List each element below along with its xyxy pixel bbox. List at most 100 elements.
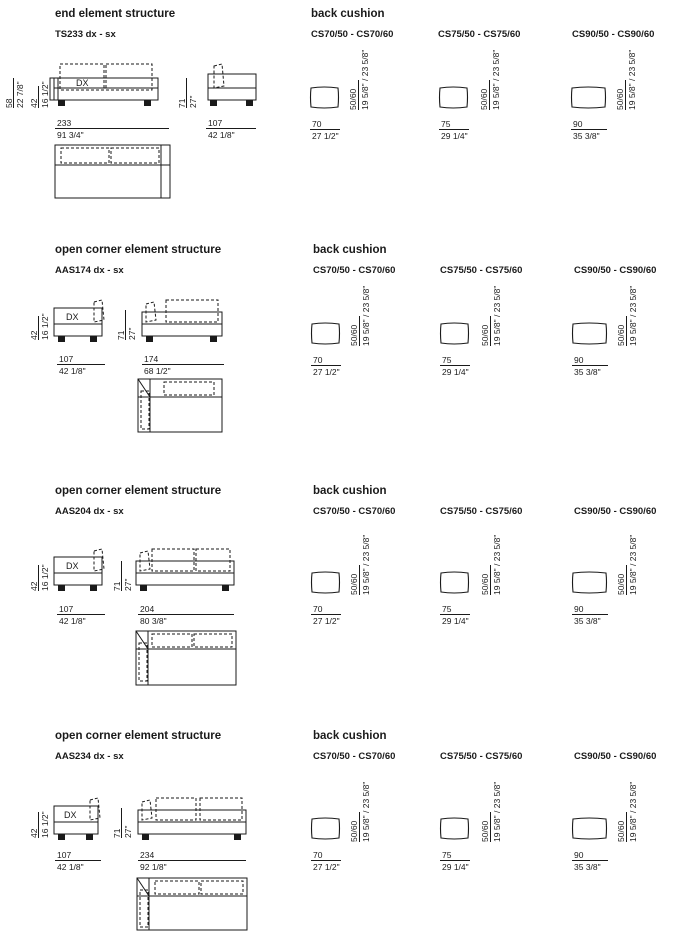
cushion-code-1: CS70/50 - CS70/60: [313, 506, 396, 517]
cushion-1-width-in: 27 1/2": [312, 131, 339, 141]
cushion-3-size-cm: 50/60: [615, 88, 625, 110]
section-title: open corner element structure: [55, 730, 222, 742]
cushion-1-width-cm: 70: [313, 604, 323, 614]
cushion-1-width-in: 27 1/2": [313, 862, 340, 872]
dx-label: DX: [66, 561, 79, 571]
width-cm: 233: [57, 118, 72, 128]
section-title: open corner element structure: [55, 485, 222, 497]
cushion-2-drawing: [439, 817, 470, 840]
cushion-3-size-cm: 50/60: [616, 573, 626, 595]
section-title: end element structure: [55, 8, 176, 20]
cushion-2-size-in: 19 5/8" / 23 5/8": [492, 285, 502, 346]
cushion-2-size-cm: 50/60: [479, 88, 489, 110]
side-view-drawing: DX: [53, 548, 105, 591]
cushion-3-drawing: [570, 86, 607, 109]
cushion-1-drawing: [310, 817, 341, 840]
depth-cm: 107: [208, 118, 223, 128]
cushion-3-size-cm: 50/60: [616, 324, 626, 346]
width-cm: 174: [144, 354, 159, 364]
width-cm: 204: [140, 604, 155, 614]
dx-label: DX: [66, 312, 79, 322]
cushion-2-width-in: 29 1/4": [442, 616, 469, 626]
cushion-3-width-cm: 90: [574, 604, 584, 614]
depth-in: 42 1/8": [208, 130, 235, 140]
dx-label: DX: [76, 78, 89, 88]
cushion-3-width-in: 35 3/8": [574, 616, 601, 626]
height-in: 27": [188, 95, 198, 108]
cushion-2-size-in: 19 5/8" / 23 5/8": [491, 49, 501, 110]
cushion-title: back cushion: [313, 485, 387, 497]
cushion-2-width-in: 29 1/4": [442, 367, 469, 377]
cushion-3-width-in: 35 3/8": [573, 131, 600, 141]
dim-42-in: 16 1/2": [40, 811, 50, 838]
cushion-2-width-in: 29 1/4": [442, 862, 469, 872]
cushion-3-size-in: 19 5/8" / 23 5/8": [628, 285, 638, 346]
cushion-1-size-in: 19 5/8" / 23 5/8": [361, 285, 371, 346]
cushion-2-drawing: [439, 571, 470, 594]
width-in: 91 3/4": [57, 130, 84, 140]
section-title: open corner element structure: [55, 244, 222, 256]
cushion-1-drawing: [310, 322, 341, 345]
section-aas174: open corner element structure AAS174 dx …: [0, 236, 675, 471]
cushion-2-width-cm: 75: [442, 850, 452, 860]
width-cm: 234: [140, 850, 155, 860]
cushion-1-size-in: 19 5/8" / 23 5/8": [360, 49, 370, 110]
model-code: AAS174 dx - sx: [55, 265, 124, 276]
cushion-1-size-in: 19 5/8" / 23 5/8": [361, 534, 371, 595]
front-view-drawing: DX: [49, 63, 159, 106]
depth-cm: 107: [59, 604, 74, 614]
cushion-code-2: CS75/50 - CS75/60: [440, 265, 523, 276]
cushion-code-3: CS90/50 - CS90/60: [572, 29, 655, 40]
cushion-2-drawing: [438, 86, 469, 109]
cushion-1-width-cm: 70: [313, 355, 323, 365]
cushion-code-1: CS70/50 - CS70/60: [313, 265, 396, 276]
front-view-drawing: [135, 548, 235, 591]
cushion-3-drawing: [571, 322, 608, 345]
cushion-2-size-cm: 50/60: [480, 573, 490, 595]
cushion-2-size-cm: 50/60: [480, 324, 490, 346]
cushion-3-width-cm: 90: [574, 850, 584, 860]
cushion-2-width-cm: 75: [441, 119, 451, 129]
height-in: 27": [123, 825, 133, 838]
depth-cm: 107: [59, 354, 74, 364]
cushion-title: back cushion: [313, 244, 387, 256]
dim-42-in: 16 1/2": [40, 564, 50, 591]
front-view-drawing: [141, 299, 223, 342]
cushion-1-size-in: 19 5/8" / 23 5/8": [361, 781, 371, 842]
cushion-code-2: CS75/50 - CS75/60: [440, 751, 523, 762]
cushion-code-2: CS75/50 - CS75/60: [438, 29, 521, 40]
model-code: AAS234 dx - sx: [55, 751, 124, 762]
cushion-code-1: CS70/50 - CS70/60: [313, 751, 396, 762]
top-view-drawing: [54, 144, 171, 199]
side-view-drawing: DX: [53, 299, 105, 342]
cushion-1-width-in: 27 1/2": [313, 616, 340, 626]
cushion-3-size-in: 19 5/8" / 23 5/8": [628, 781, 638, 842]
cushion-code-3: CS90/50 - CS90/60: [574, 506, 657, 517]
cushion-3-width-cm: 90: [574, 355, 584, 365]
dx-label: DX: [64, 810, 77, 820]
cushion-3-drawing: [571, 817, 608, 840]
cushion-3-width-cm: 90: [573, 119, 583, 129]
cushion-1-width-in: 27 1/2": [313, 367, 340, 377]
cushion-2-width-cm: 75: [442, 604, 452, 614]
width-in: 68 1/2": [144, 366, 171, 376]
cushion-code-1: CS70/50 - CS70/60: [311, 29, 394, 40]
cushion-3-size-in: 19 5/8" / 23 5/8": [627, 49, 637, 110]
width-in: 80 3/8": [140, 616, 167, 626]
cushion-3-size-cm: 50/60: [616, 820, 626, 842]
cushion-1-size-cm: 50/60: [349, 324, 359, 346]
top-view-drawing: [137, 378, 223, 433]
cushion-3-width-in: 35 3/8": [574, 862, 601, 872]
cushion-1-size-cm: 50/60: [348, 88, 358, 110]
model-code: TS233 dx - sx: [55, 29, 116, 40]
depth-in: 42 1/8": [59, 616, 86, 626]
cushion-1-size-cm: 50/60: [349, 573, 359, 595]
cushion-3-drawing: [571, 571, 608, 594]
model-code: AAS204 dx - sx: [55, 506, 124, 517]
cushion-code-2: CS75/50 - CS75/60: [440, 506, 523, 517]
cushion-2-size-in: 19 5/8" / 23 5/8": [492, 534, 502, 595]
top-view-drawing: [136, 877, 248, 931]
front-view-drawing: [137, 797, 247, 840]
depth-in: 42 1/8": [57, 862, 84, 872]
depth-cm: 107: [57, 850, 72, 860]
